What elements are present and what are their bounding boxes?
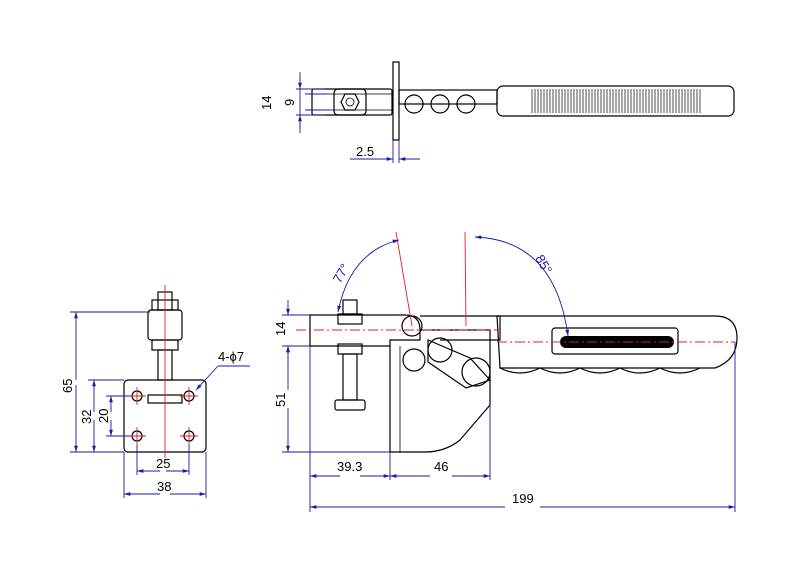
dim-front-20: 20 bbox=[96, 409, 111, 423]
dim-top-9: 9 bbox=[282, 99, 297, 106]
dim-side-39-3: 39.3 bbox=[337, 459, 362, 474]
dim-front-32: 32 bbox=[79, 410, 94, 424]
dim-front-65: 65 bbox=[60, 379, 75, 393]
dim-side-51: 51 bbox=[273, 393, 288, 407]
angle-85: 85° bbox=[532, 252, 555, 277]
grip-knurl bbox=[531, 89, 701, 113]
dim-front-25: 25 bbox=[156, 456, 170, 471]
top-view: 14 9 2.5 bbox=[259, 61, 735, 163]
side-view: 77° 85° 14 51 39.3 46 199 bbox=[273, 231, 738, 512]
front-view: 65 32 20 25 38 4-ϕ7 bbox=[60, 285, 250, 498]
angle-77: 77° bbox=[330, 261, 353, 286]
dim-flange-2-5: 2.5 bbox=[356, 144, 374, 159]
dim-side-46: 46 bbox=[434, 459, 448, 474]
dim-front-38: 38 bbox=[157, 479, 171, 494]
hole-callout: 4-ϕ7 bbox=[218, 349, 244, 364]
dim-side-14: 14 bbox=[273, 322, 288, 336]
dim-top-14: 14 bbox=[259, 96, 274, 110]
dim-side-199: 199 bbox=[512, 491, 534, 506]
